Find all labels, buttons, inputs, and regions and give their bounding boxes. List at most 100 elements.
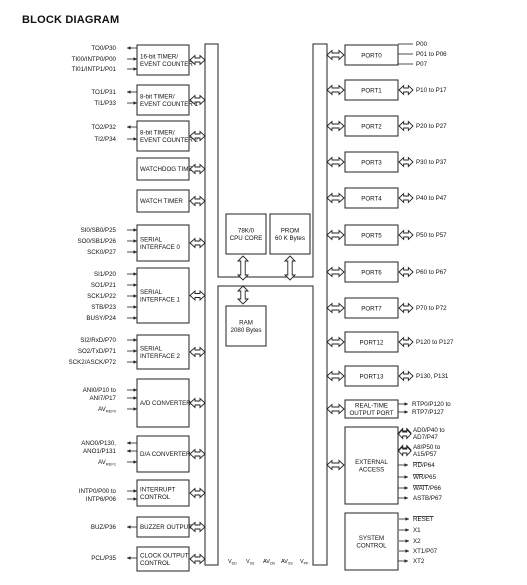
left-block-2-pin-label: TI1/P33	[94, 100, 116, 107]
port-port1	[344, 79, 399, 101]
port-port7-pin-label: P70 to P72	[416, 305, 447, 312]
ext-pin-label: A8/P50 to	[413, 444, 441, 451]
port-port2-bus-arrow	[326, 120, 345, 132]
port-port12-bus-arrow	[326, 336, 345, 348]
left-block-1-pin-arrow-head	[133, 57, 137, 61]
left-block-10-label: D/A CONVERTER	[140, 451, 191, 458]
ram-label: RAM	[239, 319, 253, 326]
left-block-6-label: INTERFACE 0	[140, 244, 180, 251]
left-block-3-pin-arrow-head	[127, 125, 131, 129]
left-block-2	[136, 84, 190, 116]
port-port4-pin-arrow	[398, 192, 414, 204]
left-block-6-label: SERIAL	[140, 236, 163, 243]
external-access-label: EXTERNAL	[355, 459, 388, 466]
prom-block	[269, 213, 311, 255]
ram-block	[225, 305, 267, 347]
left-block-13	[136, 546, 190, 572]
left-block-6-pin-arrow-head	[133, 239, 137, 243]
port-port2-pin-label: P20 to P27	[416, 123, 447, 130]
sys-pin-label: XT2	[413, 558, 425, 565]
port-port5-bus-arrow	[326, 229, 345, 241]
port-port13-label: PORT13	[360, 373, 385, 380]
prom-label: PROM	[281, 227, 300, 234]
left-block-9-pin-arrow-head	[133, 388, 137, 392]
left-block-6-bus-arrow	[189, 237, 206, 249]
left-block-10-pin-arrow-head	[127, 441, 131, 445]
port-port6-pin-label: P60 to P67	[416, 269, 447, 276]
left-block-9-bus-arrow	[189, 397, 206, 409]
left-block-9	[136, 378, 190, 428]
port-port0-pin-label: P01 to P06	[416, 51, 447, 58]
left-block-7-label: SERIAL	[140, 289, 163, 296]
port-port5	[344, 224, 399, 246]
left-block-11	[136, 479, 190, 507]
left-block-6-pin-label: SI0/SB0/P25	[81, 227, 117, 234]
left-block-4	[136, 157, 190, 181]
left-block-7-pin-label: SO1/P21	[91, 282, 117, 289]
port-port6-label: PORT6	[361, 269, 382, 276]
realtime-output-port-label: OUTPUT PORT	[349, 410, 393, 417]
port-port3-pin-label: P30 to P37	[416, 159, 447, 166]
left-block-3-pin-arrow-head	[133, 137, 137, 141]
port-port7	[344, 297, 399, 319]
port-port0	[344, 44, 399, 66]
sys-pin-arrow-head	[405, 528, 409, 532]
left-block-6-pin-arrow-head	[133, 250, 137, 254]
left-block-12-pin-label: BUZ/P36	[91, 524, 117, 531]
power-pin-label: VPP	[300, 559, 309, 566]
left-block-3-pin-label: TI2/P34	[94, 136, 116, 143]
left-block-10-pin-arrow-head	[127, 449, 131, 453]
left-block-6	[136, 224, 190, 262]
cpu-core-label: 78K/0	[238, 227, 255, 234]
ext-pin-label: WAIT/P66	[413, 485, 442, 492]
left-block-10	[136, 435, 190, 473]
left-block-1-pin-label: TI01/INTP1/P01	[72, 66, 117, 73]
left-block-7-pin-label: SCK1/P22	[87, 293, 116, 300]
port-port13-bus-arrow	[326, 370, 345, 382]
left-block-7-pin-arrow-head	[133, 294, 137, 298]
cpu-bus-arrow	[236, 255, 250, 281]
left-block-12-pin-arrow-head	[127, 525, 131, 529]
ext-pin-arrow-head	[404, 486, 408, 490]
rtp-pin-arrow-head	[404, 410, 408, 414]
sys-pin-label: RESET	[413, 516, 434, 523]
left-block-8-pin-label: SCK2/ASCK/P72	[69, 359, 117, 366]
left-block-11-pin-arrow-head	[133, 497, 137, 501]
port-port5-label: PORT5	[361, 232, 382, 239]
left-block-2-pin-arrow-head	[127, 90, 131, 94]
left-block-6-pin-arrow-head	[133, 228, 137, 232]
left-block-3	[136, 120, 190, 152]
left-block-13-pin-label: PCL/P35	[91, 555, 116, 562]
left-block-7-pin-arrow-head	[133, 305, 137, 309]
port-port4	[344, 187, 399, 209]
left-block-9-pin-label: ANI7/P17	[90, 395, 117, 402]
power-pin-label: VDD	[228, 559, 237, 566]
rtp-pin-label: RTP7/P127	[412, 409, 444, 416]
ext-pin-label: WR/P65	[413, 474, 437, 481]
ext-pin-arrow-head	[404, 475, 408, 479]
external-access-bus-arrow	[326, 459, 345, 471]
prom-bus-arrow	[283, 255, 297, 281]
left-block-8-pin-label: SI2/RxD/P70	[80, 337, 116, 344]
left-block-1-label: 16-bit TIMER/	[140, 53, 178, 60]
realtime-output-port-label: REAL-TIME	[355, 402, 388, 409]
port-port6-bus-arrow	[326, 266, 345, 278]
port-port2	[344, 115, 399, 137]
port-port2-pin-arrow	[398, 120, 414, 132]
port-port0-pin-label: P07	[416, 61, 428, 68]
left-block-2-label: EVENT COUNTER 1	[140, 101, 199, 108]
cpu-core-label: CPU CORE	[230, 235, 263, 242]
port-port3	[344, 151, 399, 173]
sys-pin-arrow-head	[405, 539, 409, 543]
port-port0-bus-arrow	[326, 49, 345, 61]
left-block-10-pin-label: AVREF1	[98, 459, 117, 467]
left-block-7-pin-arrow-head	[133, 316, 137, 320]
left-block-5	[136, 189, 190, 213]
left-block-11-label: INTERRUPT	[140, 486, 176, 493]
ext-pin-label: AD0/P40 to	[413, 427, 445, 434]
port-port2-label: PORT2	[361, 123, 382, 130]
system-control-label: CONTROL	[356, 542, 387, 549]
ext-pin-label: ASTB/P67	[413, 495, 442, 502]
left-block-10-pin-label: ANO0/P130,	[81, 440, 116, 447]
left-block-7-pin-label: BUSY/P24	[86, 315, 116, 322]
